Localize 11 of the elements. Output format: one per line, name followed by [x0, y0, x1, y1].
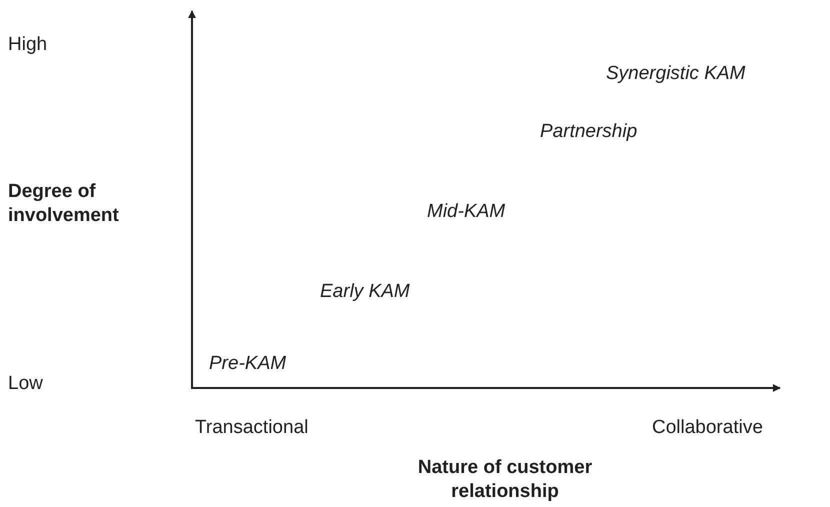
axis-title: Degree of involvement [8, 180, 120, 228]
stage-label: Early KAM [320, 280, 410, 304]
axis-tick-label: Collaborative [652, 416, 763, 440]
stage-label: Synergistic KAM [606, 62, 746, 86]
axis-title: Nature of customer relationship [416, 456, 594, 504]
axis-tick-label: Transactional [195, 416, 308, 440]
stage-label: Mid-KAM [427, 200, 506, 224]
axis-tick-label: High [8, 33, 48, 57]
stage-label: Pre-KAM [209, 352, 286, 376]
stage-label: Partnership [540, 120, 638, 144]
axis-tick-label: Low [8, 372, 43, 396]
